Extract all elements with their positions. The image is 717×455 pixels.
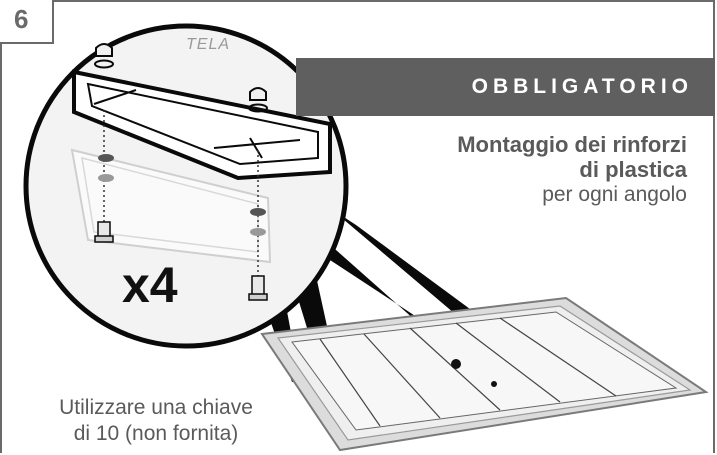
tool-note: Utilizzare una chiave di 10 (non fornita… [36,395,276,447]
mandatory-banner: OBBLIGATORIO [296,58,715,116]
step-number-box: 6 [0,0,54,44]
instruction-title-line1: Montaggio dei rinforzi [457,132,687,157]
tool-note-line1: Utilizzare una chiave [59,396,253,419]
instruction-subtitle: per ogni angolo [542,183,687,206]
step-number: 6 [14,4,29,34]
mandatory-banner-text: OBBLIGATORIO [471,75,693,98]
material-label: TELA [186,36,231,53]
tool-note-line2: di 10 (non fornita) [73,422,239,445]
magnifier-detail [23,23,349,349]
quantity-label: x4 [122,257,178,313]
instruction-title-line2: di plastica [579,157,687,182]
instruction-title: Montaggio dei rinforzi di plastica [457,132,687,182]
mat-illustration [260,296,709,452]
